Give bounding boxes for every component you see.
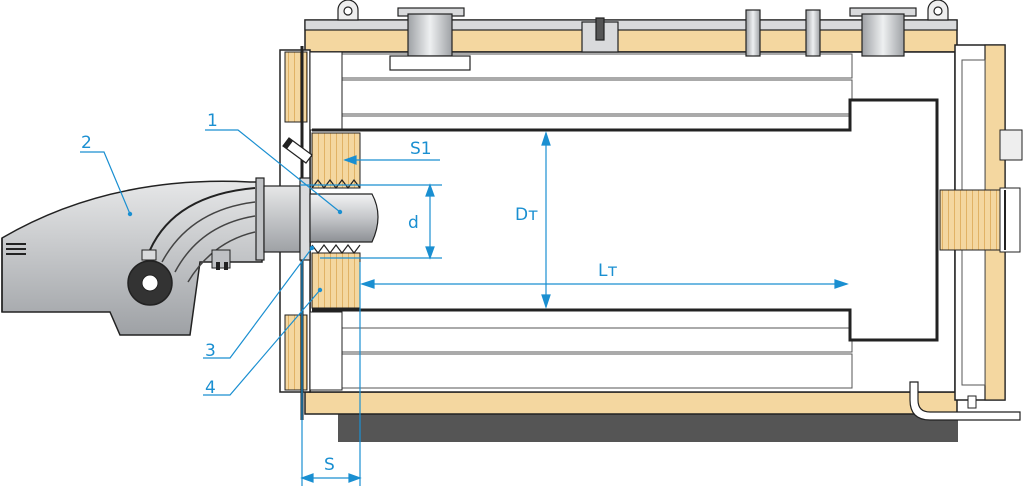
dimension-label-lt: Lт <box>598 261 617 281</box>
callout-label-4: 4 <box>205 378 216 398</box>
dimension-lines <box>300 131 849 486</box>
dimension-label-d: d <box>408 213 419 233</box>
top-fittings <box>337 0 949 71</box>
dimension-label-s: S <box>324 455 335 475</box>
furnace-tube <box>312 98 939 342</box>
burner-nozzle <box>309 193 379 243</box>
seal-top <box>311 179 361 189</box>
vent-grille-icon <box>6 243 26 255</box>
drain-pipe <box>909 381 1021 421</box>
callout-label-2: 2 <box>81 133 92 153</box>
dimension-label-s1: S1 <box>410 139 432 159</box>
dimension-label-dt: Dт <box>515 205 538 225</box>
callout-label-1: 1 <box>207 111 218 131</box>
burner-housing <box>1 180 263 336</box>
callout-leaders <box>80 129 341 396</box>
seal-bottom <box>311 244 361 254</box>
burner-flange <box>255 177 265 261</box>
refractory-bottom <box>311 252 361 309</box>
rear-insulation-block <box>939 189 1003 251</box>
callout-label-3: 3 <box>205 341 216 361</box>
shell-insulation-bottom <box>304 391 958 415</box>
boiler-base <box>338 412 958 442</box>
